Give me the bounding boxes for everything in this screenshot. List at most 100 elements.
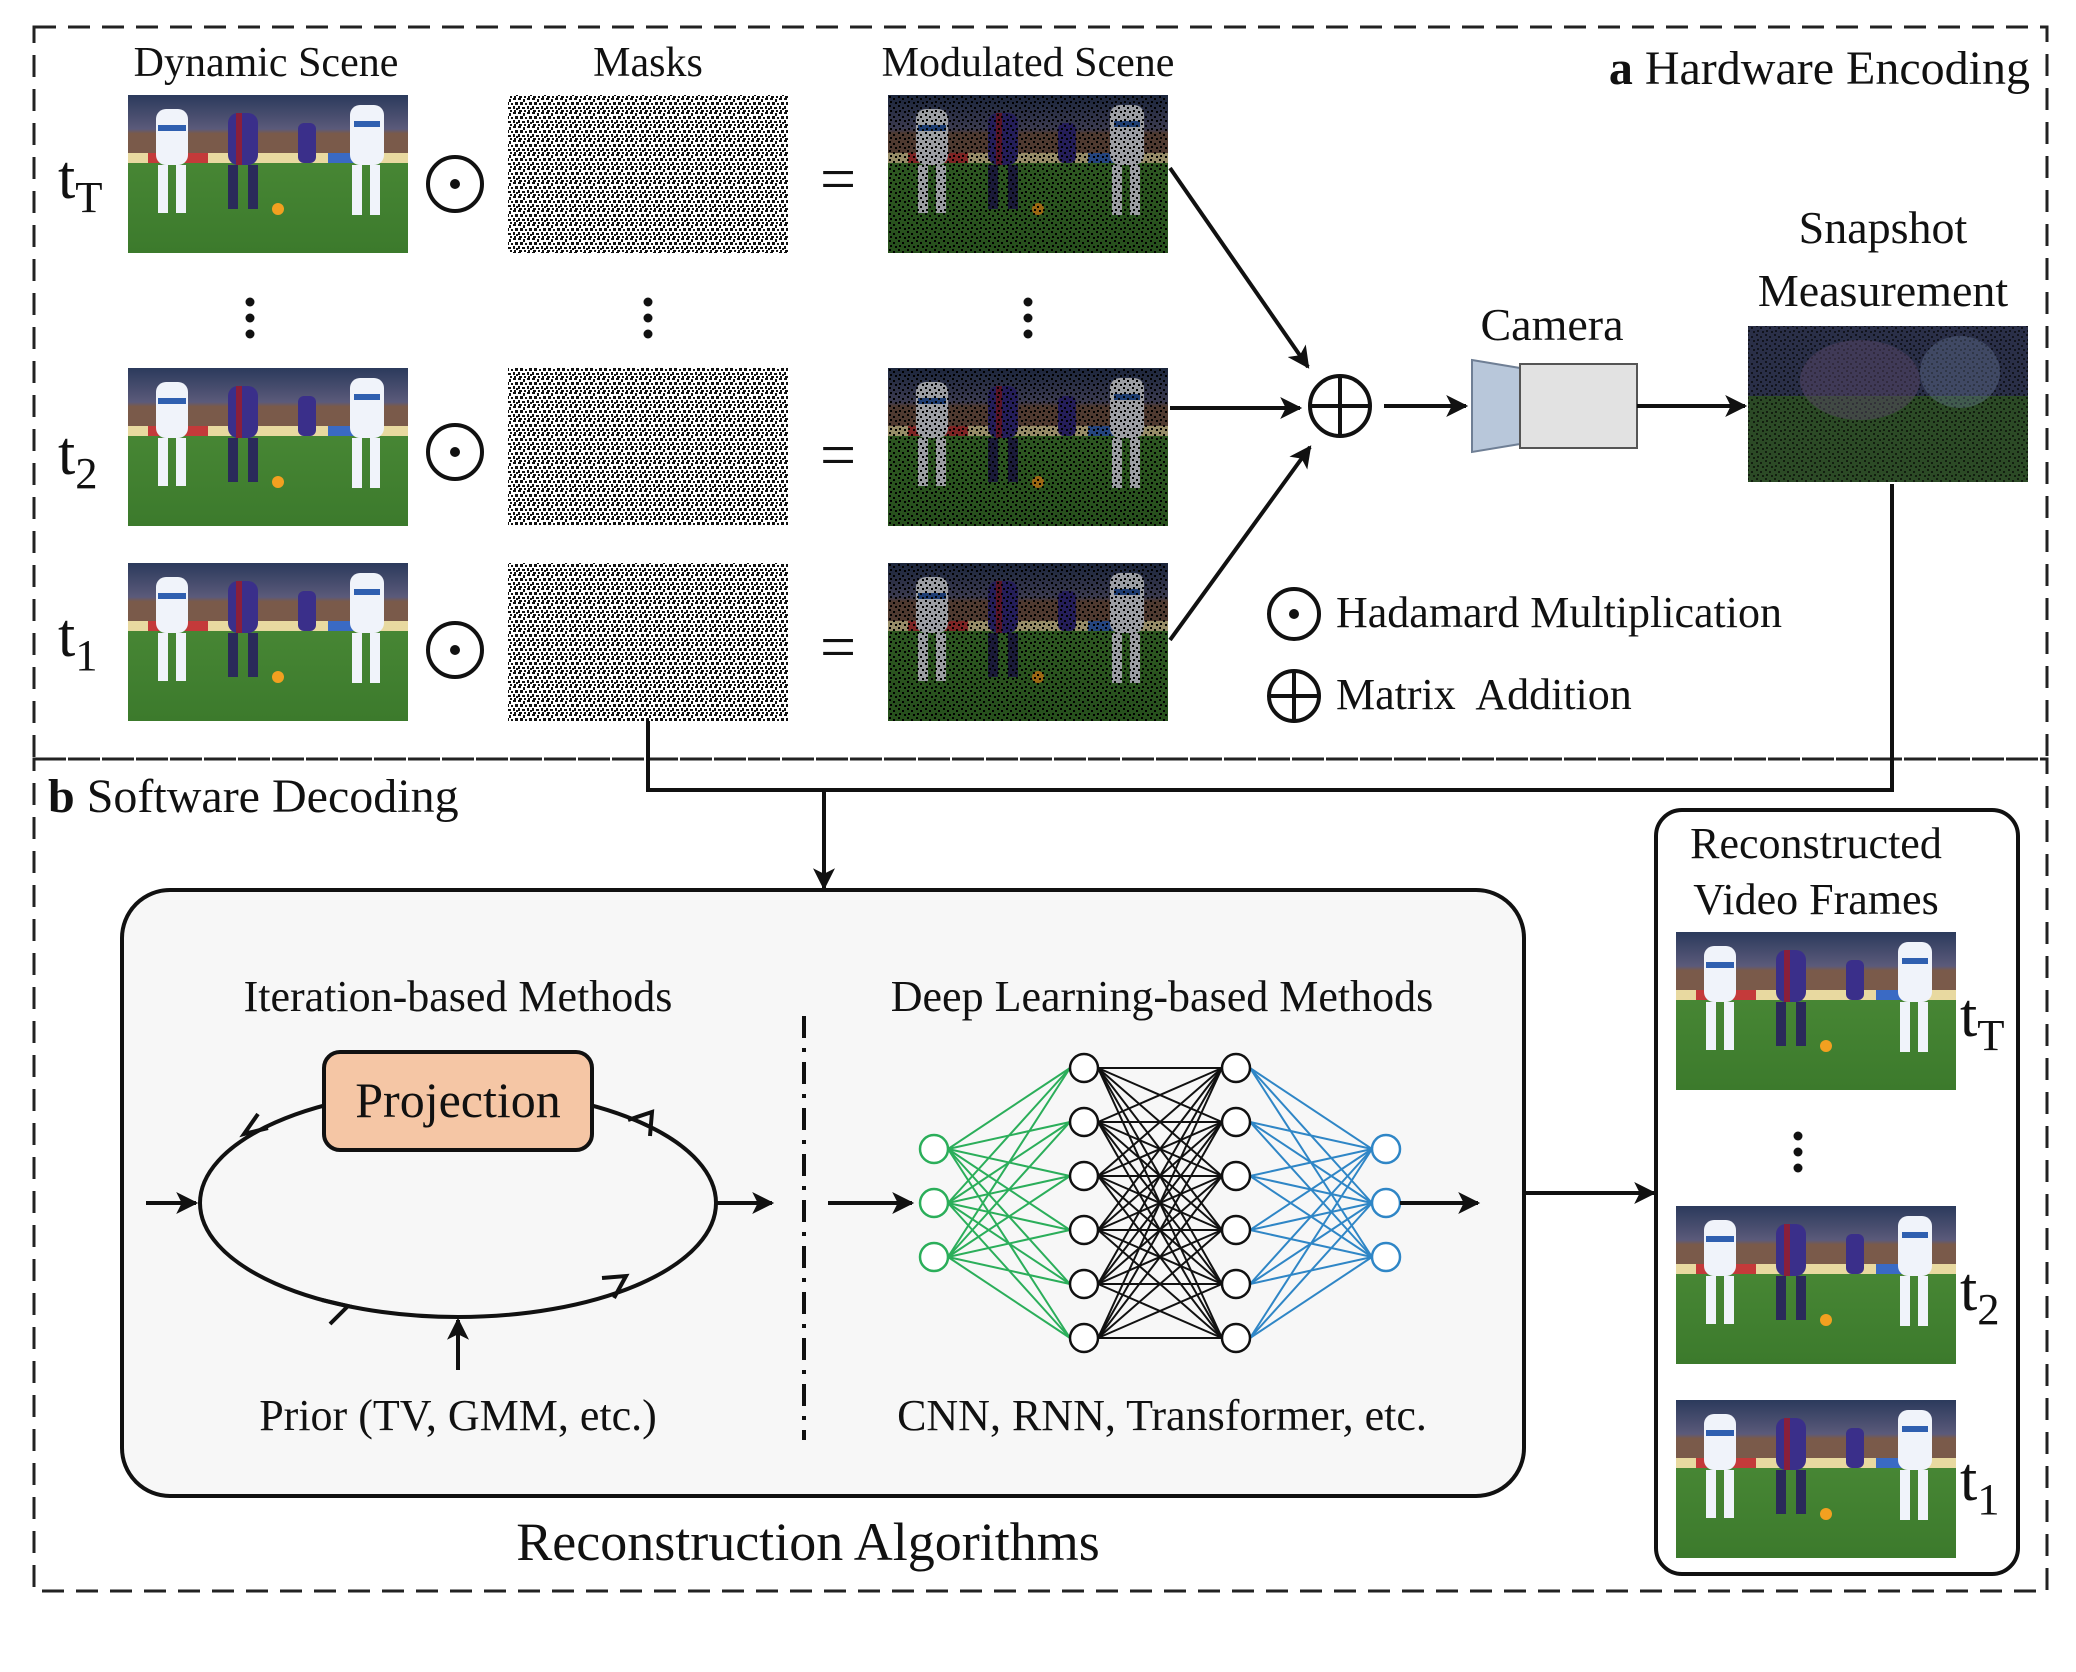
neural-network-diagram	[918, 1052, 1402, 1354]
reconstructed-frame-t1	[1676, 1400, 1956, 1558]
time-label-tT: tT	[58, 144, 103, 222]
dynamic-scene-label: Dynamic Scene	[134, 40, 399, 86]
reconstruction-algorithms-caption: Reconstruction Algorithms	[516, 1512, 1099, 1572]
hidden-node	[1068, 1268, 1100, 1300]
recon-time-label-t2: t2	[1960, 1256, 2000, 1334]
network-connection	[1097, 1067, 1223, 1177]
network-connection	[1097, 1283, 1223, 1339]
hidden-node	[1068, 1160, 1100, 1192]
addition-legend-icon	[1267, 669, 1321, 723]
modulated-frame-t2	[888, 368, 1168, 526]
network-connection	[1249, 1202, 1373, 1339]
network-connection	[1249, 1067, 1373, 1150]
iteration-methods-title: Iteration-based Methods	[244, 972, 673, 1021]
ellipsis-icon	[1793, 1131, 1803, 1173]
hadamard-legend-icon	[1267, 587, 1321, 641]
recon-time-label-t1: t1	[1960, 1446, 2000, 1524]
recon-time-label-tT: tT	[1960, 982, 2005, 1060]
input-node	[918, 1187, 950, 1219]
time-label-t1: t1	[58, 602, 98, 680]
time-label-t2: t2	[58, 420, 98, 498]
network-connection	[947, 1067, 1071, 1258]
projection-label: Projection	[355, 1072, 561, 1128]
network-connection	[1097, 1121, 1223, 1339]
network-connection	[1249, 1148, 1373, 1177]
equals-sign: =	[820, 143, 856, 214]
hidden-node	[1220, 1052, 1252, 1084]
output-node	[1370, 1241, 1402, 1273]
output-node	[1370, 1133, 1402, 1165]
loop-arrowhead	[321, 1298, 352, 1326]
hidden-node	[1068, 1322, 1100, 1354]
equals-sign: =	[820, 611, 856, 682]
software-decoding-title: b Software Decoding	[48, 770, 459, 823]
mask-t2	[508, 368, 788, 526]
hidden-node	[1220, 1214, 1252, 1246]
ellipsis-icon	[1023, 297, 1033, 339]
hidden-node	[1220, 1106, 1252, 1138]
network-connection	[1097, 1067, 1223, 1231]
hadamard-operator-icon	[426, 155, 484, 213]
reconstructed-label-line1: Reconstructed	[1690, 819, 1942, 868]
input-node	[918, 1133, 950, 1165]
hidden-node	[1220, 1268, 1252, 1300]
reconstructed-label-line2: Video Frames	[1693, 875, 1938, 924]
scene-frame-t1	[128, 563, 408, 721]
ellipsis-icon	[245, 297, 255, 339]
snapshot-measurement-image	[1748, 326, 2028, 482]
hadamard-operator-icon	[426, 621, 484, 679]
modulated-scene-label: Modulated Scene	[882, 40, 1175, 86]
projection-box	[322, 1050, 594, 1152]
network-connection	[1249, 1256, 1373, 1339]
legend-addition-label: Matrix Addition	[1336, 670, 1632, 719]
ellipsis-icon	[643, 297, 653, 339]
network-connection	[947, 1067, 1071, 1204]
scene-frame-t2	[128, 368, 408, 526]
mask-t1	[508, 563, 788, 721]
network-connection	[947, 1256, 1071, 1339]
snapshot-label-line1: Snapshot	[1799, 202, 1968, 253]
hidden-node	[1068, 1052, 1100, 1084]
hardware-encoding-title: a Hardware Encoding	[1609, 42, 2030, 95]
input-node	[918, 1241, 950, 1273]
legend-hadamard-label: Hadamard Multiplication	[1336, 588, 1782, 637]
matrix-addition-operator-icon	[1308, 374, 1372, 438]
connector-masks-snapshot	[646, 484, 1894, 792]
prior-label: Prior (TV, GMM, etc.)	[259, 1391, 657, 1440]
hidden-node	[1068, 1106, 1100, 1138]
network-connection	[1249, 1148, 1373, 1339]
reconstructed-frame-t2	[1676, 1206, 1956, 1364]
network-connection	[947, 1067, 1071, 1150]
equals-sign: =	[820, 419, 856, 490]
network-connection	[947, 1256, 1071, 1285]
snapshot-label-line2: Measurement	[1758, 265, 2009, 316]
dl-models-label: CNN, RNN, Transformer, etc.	[897, 1391, 1427, 1440]
network-connection	[1249, 1121, 1373, 1150]
modulated-frame-tT	[888, 95, 1168, 253]
masks-label: Masks	[593, 40, 703, 86]
network-connection	[947, 1175, 1071, 1258]
hidden-node	[1068, 1214, 1100, 1246]
network-connection	[1249, 1148, 1373, 1285]
loop-arrowhead	[601, 1273, 630, 1299]
output-node	[1370, 1187, 1402, 1219]
hidden-node	[1220, 1322, 1252, 1354]
network-connection	[1097, 1229, 1223, 1339]
network-connection	[1249, 1148, 1373, 1231]
camera-icon	[1471, 358, 1638, 454]
network-connection	[1097, 1067, 1223, 1123]
network-connection	[1097, 1067, 1223, 1285]
mask-tT	[508, 95, 788, 253]
modulated-frame-t1	[888, 563, 1168, 721]
loop-arrowhead	[627, 1109, 655, 1137]
arrow-modulated-tT-to-sum	[1168, 166, 1310, 369]
network-connection	[1097, 1067, 1223, 1339]
network-connection	[947, 1229, 1071, 1258]
software-decoding-panel	[32, 757, 2049, 1593]
reconstructed-frame-tT	[1676, 932, 1956, 1090]
hadamard-operator-icon	[426, 423, 484, 481]
scene-frame-tT	[128, 95, 408, 253]
loop-arrowhead	[239, 1112, 269, 1138]
camera-label: Camera	[1480, 299, 1623, 350]
